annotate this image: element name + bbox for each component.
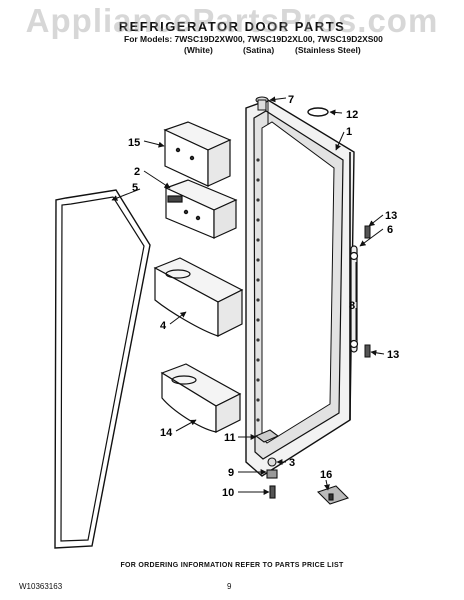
callout-6: 6 bbox=[387, 224, 393, 236]
callout-14: 14 bbox=[160, 427, 173, 439]
callout-7: 7 bbox=[288, 94, 294, 106]
page-number: 9 bbox=[227, 582, 232, 591]
door-bin-14 bbox=[160, 363, 242, 433]
document-number: W10363163 bbox=[19, 582, 63, 591]
callout-3: 3 bbox=[289, 457, 295, 469]
refrigerator-door bbox=[245, 99, 355, 477]
handle-screw-top bbox=[364, 225, 371, 239]
callout-4: 4 bbox=[160, 320, 167, 332]
callout-15: 15 bbox=[128, 137, 140, 149]
callout-10: 10 bbox=[222, 487, 234, 499]
door-bin-4 bbox=[153, 257, 244, 337]
top-hinge-bushing bbox=[255, 96, 269, 111]
ordering-note: FOR ORDERING INFORMATION REFER TO PARTS … bbox=[120, 562, 344, 569]
callout-5: 5 bbox=[132, 182, 138, 194]
door-bin-2 bbox=[164, 179, 238, 239]
leader-lines bbox=[111, 96, 385, 495]
callout-2: 2 bbox=[134, 166, 140, 178]
callout-8: 8 bbox=[349, 300, 355, 312]
door-gasket bbox=[54, 189, 151, 549]
model-list: For Models: 7WSC19D2XW00, 7WSC19D2XL00, … bbox=[124, 34, 383, 44]
callout-16: 16 bbox=[320, 469, 332, 481]
callout-12: 12 bbox=[346, 109, 358, 121]
callout-13-top: 13 bbox=[385, 210, 397, 222]
variant-white: (White) bbox=[184, 45, 213, 55]
door-bin-15 bbox=[163, 121, 232, 187]
callout-labels: 7 12 15 1 2 5 13 6 8 4 13 14 11 3 9 16 1… bbox=[128, 94, 399, 499]
variant-stainless: (Stainless Steel) bbox=[295, 45, 361, 55]
variant-satina: (Satina) bbox=[243, 45, 275, 55]
callout-13-bottom: 13 bbox=[387, 349, 399, 361]
callout-9: 9 bbox=[228, 467, 234, 479]
handle-screw-bottom bbox=[364, 344, 371, 358]
page-title: REFRIGERATOR DOOR PARTS bbox=[118, 19, 346, 34]
callout-1: 1 bbox=[346, 126, 352, 138]
callout-11: 11 bbox=[224, 432, 236, 444]
hole-plug bbox=[307, 107, 329, 117]
